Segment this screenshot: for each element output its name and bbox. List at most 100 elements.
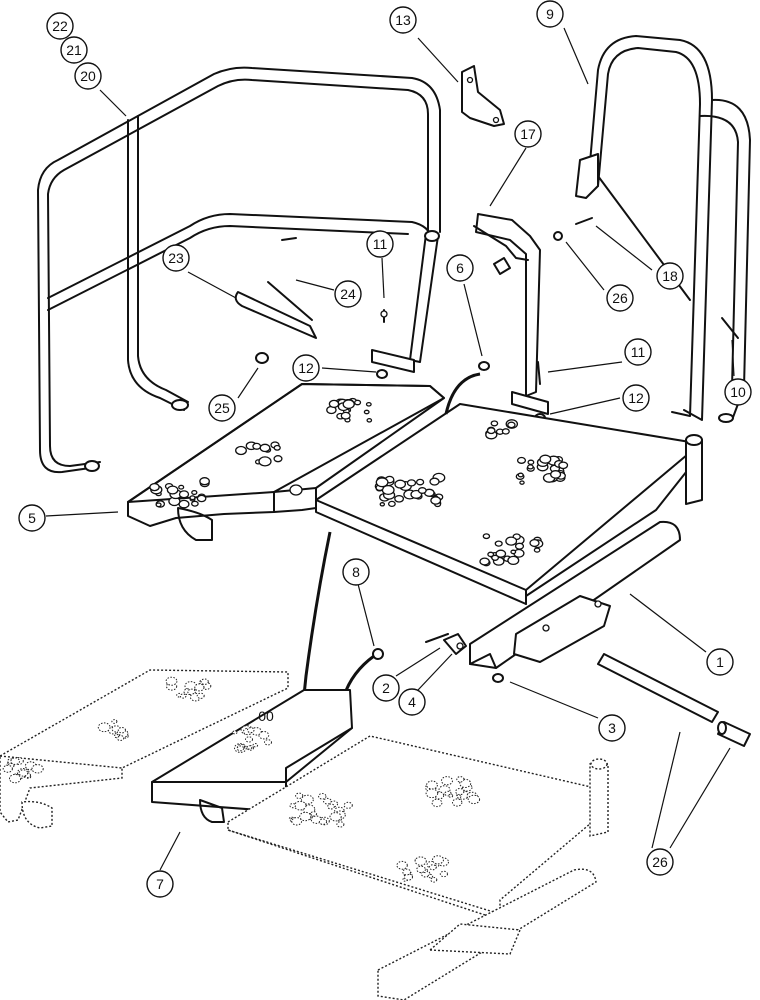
- callout-number: 5: [28, 510, 36, 526]
- callout-c8: 8: [342, 558, 370, 586]
- callout-c3: 3: [598, 714, 626, 742]
- plate-hole: [113, 733, 120, 739]
- plate-hole: [430, 496, 442, 505]
- plate-hole: [200, 678, 209, 685]
- callout-c12a: 12: [292, 354, 320, 382]
- plate-hole: [527, 459, 535, 466]
- callout-circle: [446, 254, 474, 282]
- plate-hole: [258, 456, 272, 467]
- plate-hole: [178, 490, 190, 499]
- callout-circle: [398, 688, 426, 716]
- callout-number: 9: [546, 6, 554, 22]
- plate-hole: [507, 421, 516, 429]
- plate-hole: [252, 442, 262, 450]
- plate-hole: [323, 797, 332, 805]
- callout-number: 23: [168, 250, 184, 266]
- callout-c25: 25: [208, 394, 236, 422]
- plate-hole: [291, 817, 303, 826]
- plate-hole: [431, 798, 443, 808]
- fittings: [372, 633, 504, 683]
- callout-number: 11: [373, 236, 388, 252]
- callout-number: 2: [382, 680, 390, 696]
- plate-hole: [387, 500, 396, 508]
- plate-hole: [394, 494, 405, 503]
- callout-circle: [146, 870, 174, 898]
- callout-c26b: 26: [646, 848, 674, 876]
- plate-hole: [379, 502, 386, 507]
- callout-c4: 4: [398, 688, 426, 716]
- callout-circle: [74, 62, 102, 90]
- plate-hole: [425, 788, 439, 799]
- callout-circle: [706, 648, 734, 676]
- plate-hole: [533, 547, 541, 553]
- plate-hole: [452, 798, 463, 807]
- callout-c10: 10: [724, 378, 752, 406]
- plate-hole: [299, 811, 312, 822]
- callout-circle: [514, 120, 542, 148]
- callout-number: 6: [456, 260, 464, 276]
- plate-hole: [18, 769, 29, 777]
- callout-c9: 9: [536, 0, 564, 28]
- callout-circle: [18, 504, 46, 532]
- callout-c13: 13: [389, 6, 417, 34]
- plate-hole: [189, 495, 196, 501]
- plate-hole: [441, 776, 453, 786]
- callout-c11b: 11: [624, 338, 652, 366]
- plate-hole: [199, 477, 210, 486]
- plate-hole-pattern: [149, 397, 373, 509]
- callout-number: 8: [352, 564, 360, 580]
- plate-hole: [505, 536, 518, 546]
- callout-circle: [598, 714, 626, 742]
- plate-hole: [236, 745, 245, 752]
- callout-number: 21: [66, 42, 82, 58]
- plate-hole: [414, 856, 427, 866]
- callout-number: 4: [408, 694, 416, 710]
- plate-hole: [245, 736, 253, 743]
- plate-hole: [486, 427, 496, 435]
- callout-circle: [60, 36, 88, 64]
- callout-c5: 5: [18, 504, 46, 532]
- callout-circle: [162, 244, 190, 272]
- plate-hole: [402, 868, 412, 876]
- plate-hole: [510, 549, 517, 555]
- plate-hole: [293, 800, 307, 811]
- plate-hole: [430, 877, 438, 883]
- plate-hole: [273, 444, 281, 451]
- plate-hole: [519, 480, 525, 485]
- leader-lines: [45, 27, 735, 871]
- plate-hole: [259, 443, 271, 453]
- callout-c6: 6: [446, 254, 474, 282]
- plate-hole: [252, 743, 259, 748]
- plate-hole: [354, 399, 362, 406]
- plate-hole: [396, 860, 408, 870]
- callout-number: 12: [298, 360, 314, 376]
- callout-circle: [646, 848, 674, 876]
- plate-hole: [394, 479, 407, 489]
- callout-number: 26: [612, 290, 628, 306]
- callout-c23: 23: [162, 244, 190, 272]
- plate-hole: [295, 792, 304, 799]
- plate-hole: [529, 538, 540, 548]
- plate-hole: [439, 870, 448, 878]
- callout-circle: [46, 12, 74, 40]
- plate-hole: [194, 683, 205, 692]
- callout-circle: [536, 0, 564, 28]
- lower-assembly-part-7: [0, 669, 609, 1000]
- callout-circle: [389, 6, 417, 34]
- plate-hole: [336, 821, 345, 828]
- plate-hole: [191, 500, 199, 507]
- callout-circle: [366, 230, 394, 258]
- callout-number: 13: [395, 12, 411, 28]
- left-handrail-part: [37, 66, 441, 474]
- plate-hole: [432, 855, 444, 865]
- plate-hole: [558, 461, 569, 470]
- plate-hole: [426, 780, 438, 790]
- plate-hole: [289, 803, 297, 809]
- callout-c26a: 26: [606, 284, 634, 312]
- callout-number: 7: [156, 876, 164, 892]
- plate-hole: [235, 445, 247, 456]
- callout-c18: 18: [656, 262, 684, 290]
- plate-hole: [343, 801, 353, 809]
- plate-hole: [342, 399, 355, 410]
